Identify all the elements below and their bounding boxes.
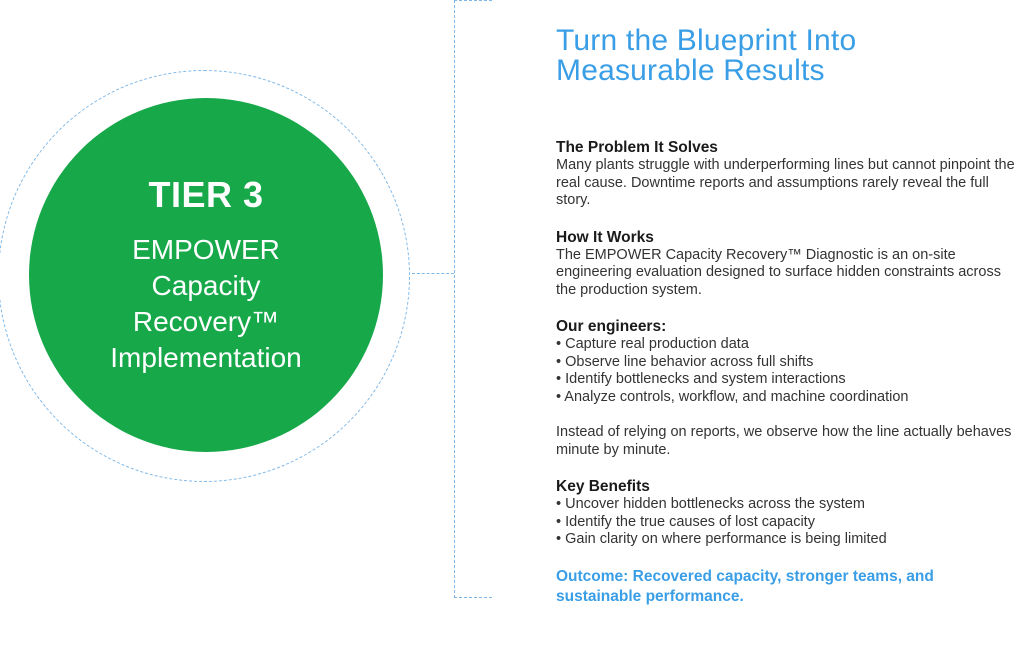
list-item: • Observe line behavior across full shif… [556,353,814,370]
engineers-heading: Our engineers: [556,318,667,335]
content-panel: Turn the Blueprint Into Measurable Resul… [556,26,1016,607]
observe-body: Instead of relying on reports, we observ… [556,424,1012,458]
program-name-line: EMPOWER [132,234,280,265]
how-section: How It Works The EMPOWER Capacity Recove… [556,228,1016,300]
benefits-list: • Uncover hidden bottlenecks across the … [556,496,1016,549]
dashed-connector [412,273,454,274]
headline: Turn the Blueprint Into Measurable Resul… [556,26,1016,86]
how-heading: How It Works [556,228,654,246]
program-name: EMPOWER Capacity Recovery™ Implementatio… [110,232,301,376]
engineers-list: • Capture real production data • Observe… [556,336,1016,406]
problem-body: Many plants struggle with underperformin… [556,157,1015,208]
list-item: • Analyze controls, workflow, and machin… [556,388,909,405]
headline-line: Measurable Results [556,54,825,87]
dashed-bracket [454,0,492,598]
benefits-section: Key Benefits • Uncover hidden bottleneck… [556,477,1016,549]
engineers-section: Our engineers: • Capture real production… [556,317,1016,406]
tier-label: TIER 3 [148,174,264,215]
list-item: • Gain clarity on where performance is b… [556,531,887,547]
problem-section: The Problem It Solves Many plants strugg… [556,138,1016,210]
program-name-line: Recovery™ [132,306,280,337]
benefits-heading: Key Benefits [556,478,650,495]
outcome-statement: Outcome: Recovered capacity, stronger te… [556,567,934,605]
tier-circle: TIER 3 EMPOWER Capacity Recovery™ Implem… [29,98,383,452]
list-item: • Capture real production data [556,336,749,352]
how-body: The EMPOWER Capacity Recovery™ Diagnosti… [556,246,1001,298]
program-name-line: Capacity [151,270,261,301]
headline-line: Turn the Blueprint Into [556,24,857,57]
list-item: • Identify bottlenecks and system intera… [556,371,846,387]
problem-heading: The Problem It Solves [556,139,718,156]
list-item: • Identify the true causes of lost capac… [556,513,815,530]
list-item: • Uncover hidden bottlenecks across the … [556,496,865,512]
observe-section: Instead of relying on reports, we observ… [556,424,1016,459]
outer-dashed-ring [0,70,410,482]
program-name-line: Implementation [110,342,302,373]
